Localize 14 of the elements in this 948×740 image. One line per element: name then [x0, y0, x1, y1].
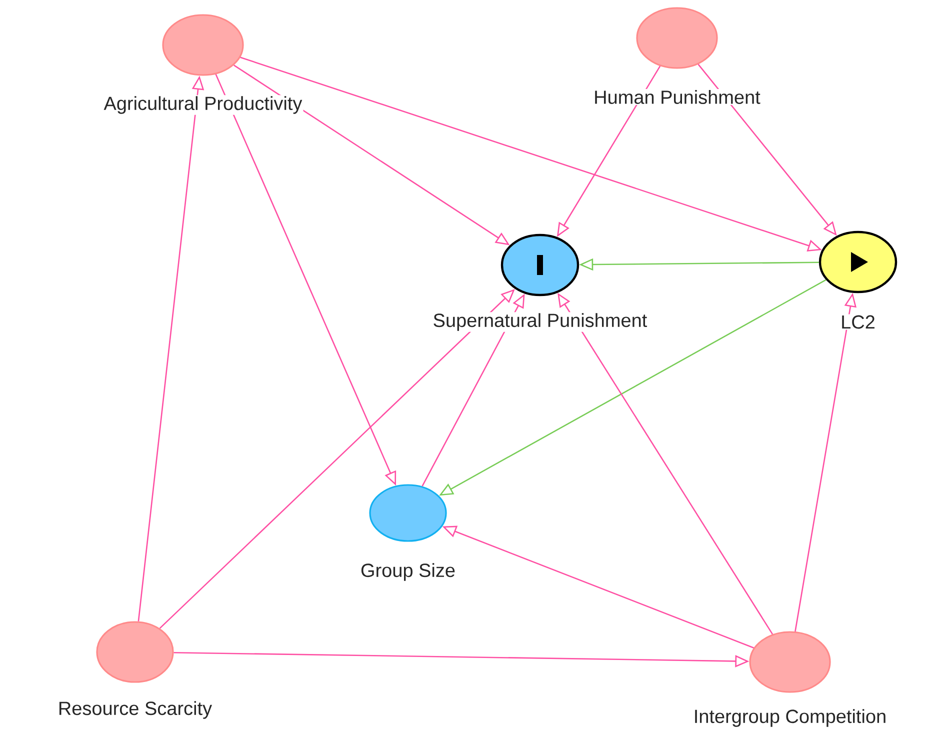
variable-label: Resource Scarcity: [56, 700, 214, 720]
variable-ellipse: [162, 14, 244, 76]
variable-ellipse: [500, 234, 580, 296]
variable-ellipse: [369, 484, 447, 542]
variable-label: Agricultural Productivity: [102, 95, 304, 115]
variable-ellipse: [749, 631, 831, 693]
variable-ellipse: [818, 230, 898, 294]
variable-ellipse: [636, 7, 718, 69]
variable-label: Supernatural Punishment: [432, 312, 648, 332]
variable-label: Group Size: [359, 562, 457, 582]
variable-ellipse: [96, 621, 174, 683]
variable-label: LC2: [840, 314, 876, 330]
variable-label: Intergroup Competition: [692, 708, 888, 728]
variable-label: Human Punishment: [592, 89, 762, 105]
